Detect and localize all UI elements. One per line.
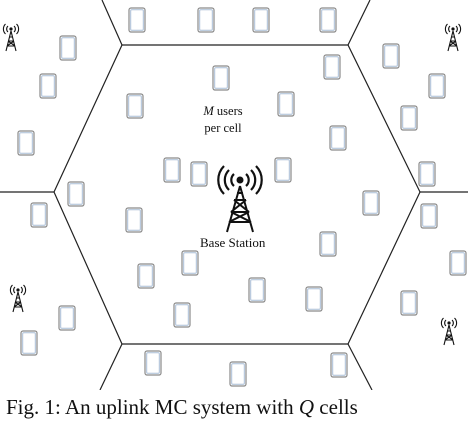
caption-prefix: Fig. 1: An uplink MC system with xyxy=(6,395,299,419)
mobile-phone-icon xyxy=(323,54,341,80)
mobile-phone-icon xyxy=(319,7,337,33)
mobile-phone-icon xyxy=(382,43,400,69)
neighbor-tower-icon xyxy=(2,23,20,52)
mobile-phone-icon xyxy=(59,35,77,61)
mobile-phone-icon xyxy=(144,350,162,376)
cell-edge xyxy=(99,343,123,390)
neighbor-tower-icon xyxy=(444,23,462,52)
mobile-phone-icon xyxy=(400,290,418,316)
mobile-phone-icon xyxy=(173,302,191,328)
mobile-phone-icon xyxy=(39,73,57,99)
per-cell-text: per cell xyxy=(204,121,242,135)
cell-boundaries xyxy=(0,0,468,390)
mobile-phone-icon xyxy=(449,250,467,276)
mobile-phone-icon xyxy=(274,157,292,183)
mobile-phone-icon xyxy=(277,91,295,117)
user-phones xyxy=(17,7,467,387)
mobile-phone-icon xyxy=(252,7,270,33)
mobile-phone-icon xyxy=(20,330,38,356)
cell-edge xyxy=(347,0,371,46)
mobile-phone-icon xyxy=(362,190,380,216)
mobile-phone-icon xyxy=(58,305,76,331)
caption-variable: Q xyxy=(298,395,315,419)
mobile-phone-icon xyxy=(137,263,155,289)
mobile-phone-icon xyxy=(428,73,446,99)
neighbor-tower-icon xyxy=(440,317,458,346)
mobile-phone-icon xyxy=(126,93,144,119)
cellular-network-diagram xyxy=(0,0,468,390)
base-station-icon xyxy=(217,165,263,233)
mobile-phone-icon xyxy=(190,161,208,187)
caption-suffix: cells xyxy=(314,395,358,419)
mobile-phone-icon xyxy=(17,130,35,156)
mobile-phone-icon xyxy=(163,157,181,183)
users-per-cell-label: M users per cell xyxy=(183,103,263,137)
mobile-phone-icon xyxy=(319,231,337,257)
mobile-phone-icon xyxy=(330,352,348,378)
cell-edge xyxy=(101,0,123,46)
mobile-phone-icon xyxy=(197,7,215,33)
mobile-phone-icon xyxy=(128,7,146,33)
cell-edge xyxy=(347,343,373,390)
base-station-label: Base Station xyxy=(200,235,266,250)
mobile-phone-icon xyxy=(248,277,266,303)
figure-caption: Fig. 1: An uplink MC system with Q cells xyxy=(0,395,468,424)
mobile-phone-icon xyxy=(418,161,436,187)
mobile-phone-icon xyxy=(181,250,199,276)
mobile-phone-icon xyxy=(400,105,418,131)
mobile-phone-icon xyxy=(329,125,347,151)
mobile-phone-icon xyxy=(125,207,143,233)
users-variable: M xyxy=(203,104,214,118)
mobile-phone-icon xyxy=(212,65,230,91)
mobile-phone-icon xyxy=(305,286,323,312)
mobile-phone-icon xyxy=(229,361,247,387)
neighbor-tower-icon xyxy=(9,284,27,313)
mobile-phone-icon xyxy=(30,202,48,228)
mobile-phone-icon xyxy=(420,203,438,229)
users-text: users xyxy=(213,104,243,118)
mobile-phone-icon xyxy=(67,181,85,207)
